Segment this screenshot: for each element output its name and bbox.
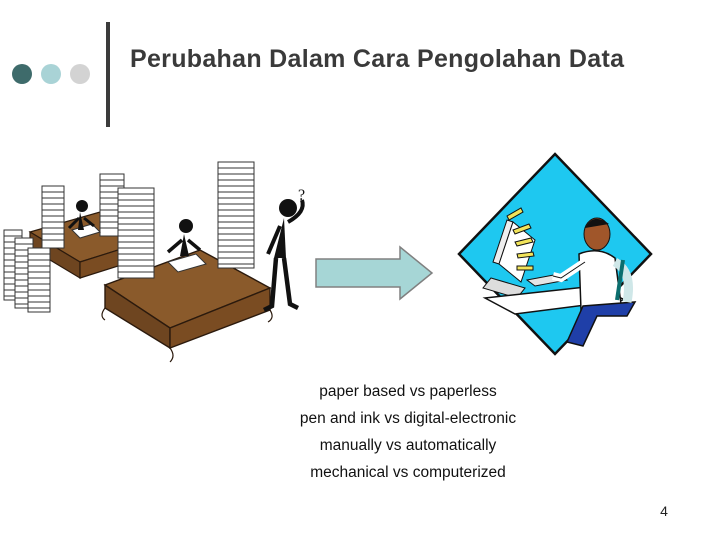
list-item: manually vs automatically	[319, 437, 497, 454]
question-mark: ?	[298, 187, 305, 204]
dot-light-teal	[41, 64, 61, 84]
list-item: mechanical vs computerized	[310, 464, 506, 481]
back-clerk	[67, 200, 95, 230]
confused-person: ?	[262, 187, 305, 313]
decorative-dots	[12, 64, 96, 84]
person-at-computer	[552, 217, 637, 347]
title-divider	[106, 22, 110, 127]
computer-user-illustration	[457, 152, 653, 356]
dot-dark-teal	[12, 64, 32, 84]
paper-stacks	[3, 161, 255, 313]
list-item: pen and ink vs digital-electronic	[299, 410, 517, 427]
list-item: paper based vs paperless	[319, 383, 497, 400]
office-clerks-illustration: ?	[3, 161, 305, 363]
front-desk	[101, 249, 273, 363]
right-arrow-icon	[315, 245, 434, 301]
front-clerk	[166, 219, 202, 256]
slide-title: Perubahan Dalam Cara Pengolahan Data	[130, 45, 625, 73]
screen-signal-lines	[506, 207, 535, 271]
comparison-list: paper based vs paperless pen and ink vs …	[270, 378, 546, 486]
page-number: 4	[660, 503, 668, 519]
dot-light-gray	[70, 64, 90, 84]
